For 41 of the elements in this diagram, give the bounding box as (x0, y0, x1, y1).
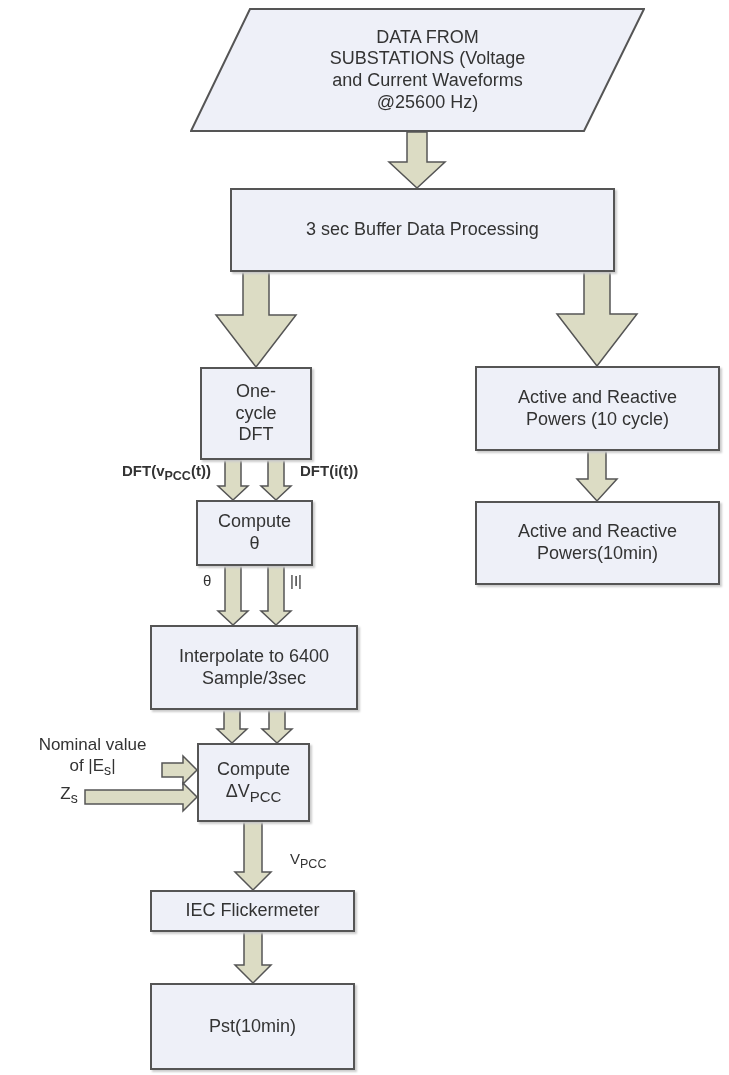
process-box (230, 188, 615, 272)
input-text: Z$_{s}$ (55, 784, 83, 808)
box-text: Active and Reactive Powers(10min) (516, 521, 679, 565)
edge-label: V$_{PCC}$ (290, 850, 327, 871)
block-arrow (233, 931, 273, 985)
box-text: 3 sec Buffer Data Processing (306, 219, 539, 241)
data-input-parallelogram (190, 8, 645, 132)
edge-label: θ (203, 572, 212, 589)
block-arrow (216, 459, 250, 502)
block-arrow (214, 271, 298, 369)
block-arrow (387, 131, 447, 190)
block-arrow (233, 821, 273, 892)
process-box (150, 625, 358, 710)
box-text: IEC Flickermeter (185, 900, 320, 922)
box-text: Active and Reactive Powers (10 cycle) (516, 386, 679, 431)
block-arrow (259, 565, 293, 627)
box-text: Compute θ (216, 511, 292, 555)
edge-label: DFT(v$_{PCC}$(t)) (122, 462, 211, 483)
block-arrow (161, 754, 199, 786)
input-text: Nominal value of |E$_{s}$| (25, 733, 160, 781)
process-box (150, 983, 355, 1070)
block-arrow (84, 781, 199, 813)
process-box (200, 367, 312, 460)
process-box (197, 743, 310, 822)
block-arrow (216, 565, 250, 627)
block-arrow (260, 709, 294, 745)
box-text: Compute ΔV$_{PCC}$ (215, 759, 291, 806)
block-arrow (215, 709, 249, 745)
edge-label: |I| (290, 572, 302, 589)
box-text: Interpolate to 6400 Sample/3sec (177, 645, 331, 690)
edge-label: DFT(i(t)) (300, 462, 359, 479)
process-box (475, 366, 720, 451)
box-text: One-cycle DFT (234, 381, 278, 446)
block-arrow (555, 271, 639, 368)
box-text: Pst(10min) (209, 1015, 296, 1038)
process-box (475, 501, 720, 585)
box-text: DATA FROM SUBSTATIONS (Voltage and Current Waveforms @25600 Hz) (328, 26, 527, 114)
block-arrow (575, 450, 619, 503)
block-arrow (259, 459, 293, 502)
process-box (196, 500, 313, 566)
process-box (150, 890, 355, 932)
